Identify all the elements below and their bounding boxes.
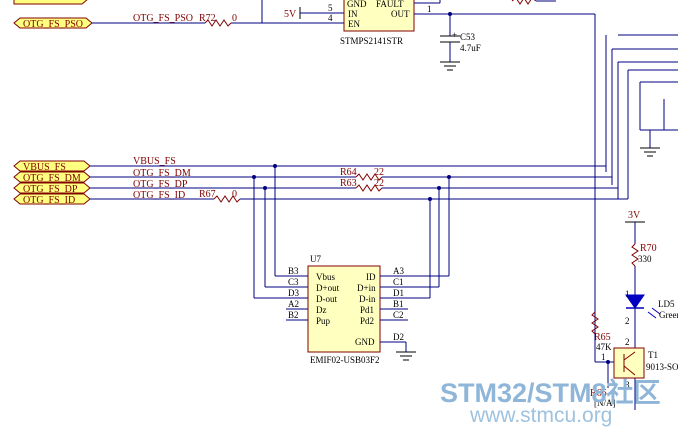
resistor-r65 — [591, 311, 599, 335]
t1-pin-3: 3 — [625, 380, 630, 390]
led-pin-1: 1 — [625, 289, 630, 299]
r63-value: 22 — [374, 178, 384, 189]
u7-pin-b2: B2 — [288, 310, 299, 320]
port-otg-fs-pso-label: OTG_FS_PSO — [23, 19, 83, 30]
r63-ref: R63 — [340, 178, 357, 189]
stmps-en-name: EN — [348, 19, 360, 29]
u7-vbus-name: Vbus — [316, 272, 335, 282]
resistor-r64 — [355, 173, 383, 181]
net-label-dm: OTG_FS_DM — [133, 168, 191, 179]
port-otg-fs-dp-label: OTG_FS_DP — [23, 184, 78, 195]
u7-pin-c2: C2 — [393, 310, 404, 320]
capacitor-c53: + C53 4.7uF — [440, 14, 481, 71]
port-otg-fs-pso[interactable]: OTG_FS_PSO — [13, 17, 93, 30]
u7-pd1-name: Pd1 — [360, 305, 374, 315]
u7-pin-c3: C3 — [288, 277, 299, 287]
port-otg-fs-dp[interactable]: OTG_FS_DP — [13, 182, 91, 195]
stmps-gnd-name: GND — [347, 0, 367, 9]
port-otg-fs-dm[interactable]: OTG_FS_DM — [13, 171, 91, 184]
r64-value: 22 — [374, 167, 384, 178]
u7-pin-d3: D3 — [288, 288, 299, 298]
u7-pin-d1: D1 — [393, 288, 404, 298]
t1-ref: T1 — [648, 350, 658, 360]
r72-value: 0 — [232, 13, 237, 24]
net-label-vbus: VBUS_FS — [133, 156, 176, 167]
u7-pin-b3: B3 — [288, 266, 299, 276]
u7-pin-a3: A3 — [393, 266, 404, 276]
stmps-part-label: STMPS2141STR — [340, 36, 403, 46]
port-clipped-top — [13, 0, 88, 5]
r65-ref: R65 — [594, 332, 611, 343]
u7-pd2-name: Pd2 — [360, 316, 374, 326]
supply-5v-label: 5V — [284, 9, 297, 20]
r72-ref: R72 — [199, 13, 216, 24]
u7-part: EMIF02-USB03F2 — [310, 355, 380, 365]
watermark-line1: STM32/STM8社区 — [440, 377, 661, 408]
stmps-pin1: 1 — [427, 4, 432, 14]
r67-value: 0 — [232, 189, 237, 200]
r66-value: [N/A] — [594, 398, 616, 408]
led-pin-2: 2 — [625, 316, 630, 326]
port-otg-fs-dm-label: OTG_FS_DM — [23, 173, 81, 184]
c53-value: 4.7uF — [460, 43, 481, 53]
r65-value: 47K — [596, 342, 612, 352]
transistor-t1: 1 2 3 T1 9013-SOT23 — [601, 337, 678, 390]
u7-pin-a2: A2 — [288, 299, 299, 309]
watermark: STM32/STM8社区 www.stmcu.org — [440, 377, 661, 427]
u7-dpin-name: D+in — [357, 283, 376, 293]
watermark-line2: www.stmcu.org — [469, 404, 612, 427]
resistor-r67 — [213, 195, 241, 203]
stmps-out-name: OUT — [391, 9, 410, 19]
stmps-fault-name: FAULT — [376, 0, 404, 9]
t1-pin-1: 1 — [601, 352, 606, 362]
stmps-pin5: 5 — [328, 3, 333, 13]
led-ref: LD5 — [658, 299, 675, 309]
r67-ref: R67 — [199, 189, 216, 200]
ground-u7 — [396, 351, 416, 361]
led-value: Green — [659, 310, 678, 320]
port-otg-fs-id-label: OTG_FS_ID — [23, 195, 75, 206]
u7-pin-d2: D2 — [393, 332, 404, 342]
resistor-r70 — [631, 243, 639, 267]
resistor-top-clipped — [511, 0, 537, 5]
u7-ref: U7 — [310, 254, 321, 264]
r66-ref: R66 — [590, 388, 607, 399]
t1-pin-2: 2 — [625, 337, 630, 347]
ground-right — [640, 147, 660, 157]
c53-ref: C53 — [460, 32, 476, 42]
stmps2141-chip: GND FAULT IN EN OUT 5 4 1 STMPS2141STR — [328, 0, 432, 46]
resistor-r63 — [355, 184, 383, 192]
supply-3v-label: 3V — [628, 210, 641, 221]
port-vbus-fs-label: VBUS_FS — [23, 162, 66, 173]
t1-part: 9013-SOT23 — [646, 362, 678, 372]
stmps-pin4: 4 — [328, 13, 333, 23]
u7-chip: U7 EMIF02-USB03F2 Vbus D+out D-out Dz Pu… — [288, 254, 404, 365]
r70-value: 330 — [638, 254, 652, 264]
svg-text:+: + — [452, 30, 457, 40]
u7-pin-c1: C1 — [393, 277, 404, 287]
u7-dz-name: Dz — [316, 305, 327, 315]
u7-pin-b1: B1 — [393, 299, 404, 309]
u7-gnd-name: GND — [355, 337, 375, 347]
net-label-pso: OTG_FS_PSO — [133, 13, 193, 24]
r64-ref: R64 — [340, 167, 357, 178]
led-ld5: LD5 Green 1 2 — [625, 289, 678, 326]
u7-id-name: ID — [366, 272, 376, 282]
resistor-r72: R72 0 — [199, 13, 237, 27]
port-vbus-fs[interactable]: VBUS_FS — [13, 160, 91, 173]
port-otg-fs-id[interactable]: OTG_FS_ID — [13, 193, 91, 206]
u7-pup-name: Pup — [316, 316, 331, 326]
net-label-id: OTG_FS_ID — [133, 190, 185, 201]
u7-dmin-name: D-in — [359, 294, 376, 304]
u7-dpout-name: D+out — [316, 283, 340, 293]
supply-3v: 3V — [625, 210, 645, 223]
r70-ref: R70 — [640, 243, 657, 254]
net-label-dp: OTG_FS_DP — [133, 179, 188, 190]
u7-dmout-name: D-out — [316, 294, 337, 304]
stmps-in-name: IN — [348, 9, 358, 19]
